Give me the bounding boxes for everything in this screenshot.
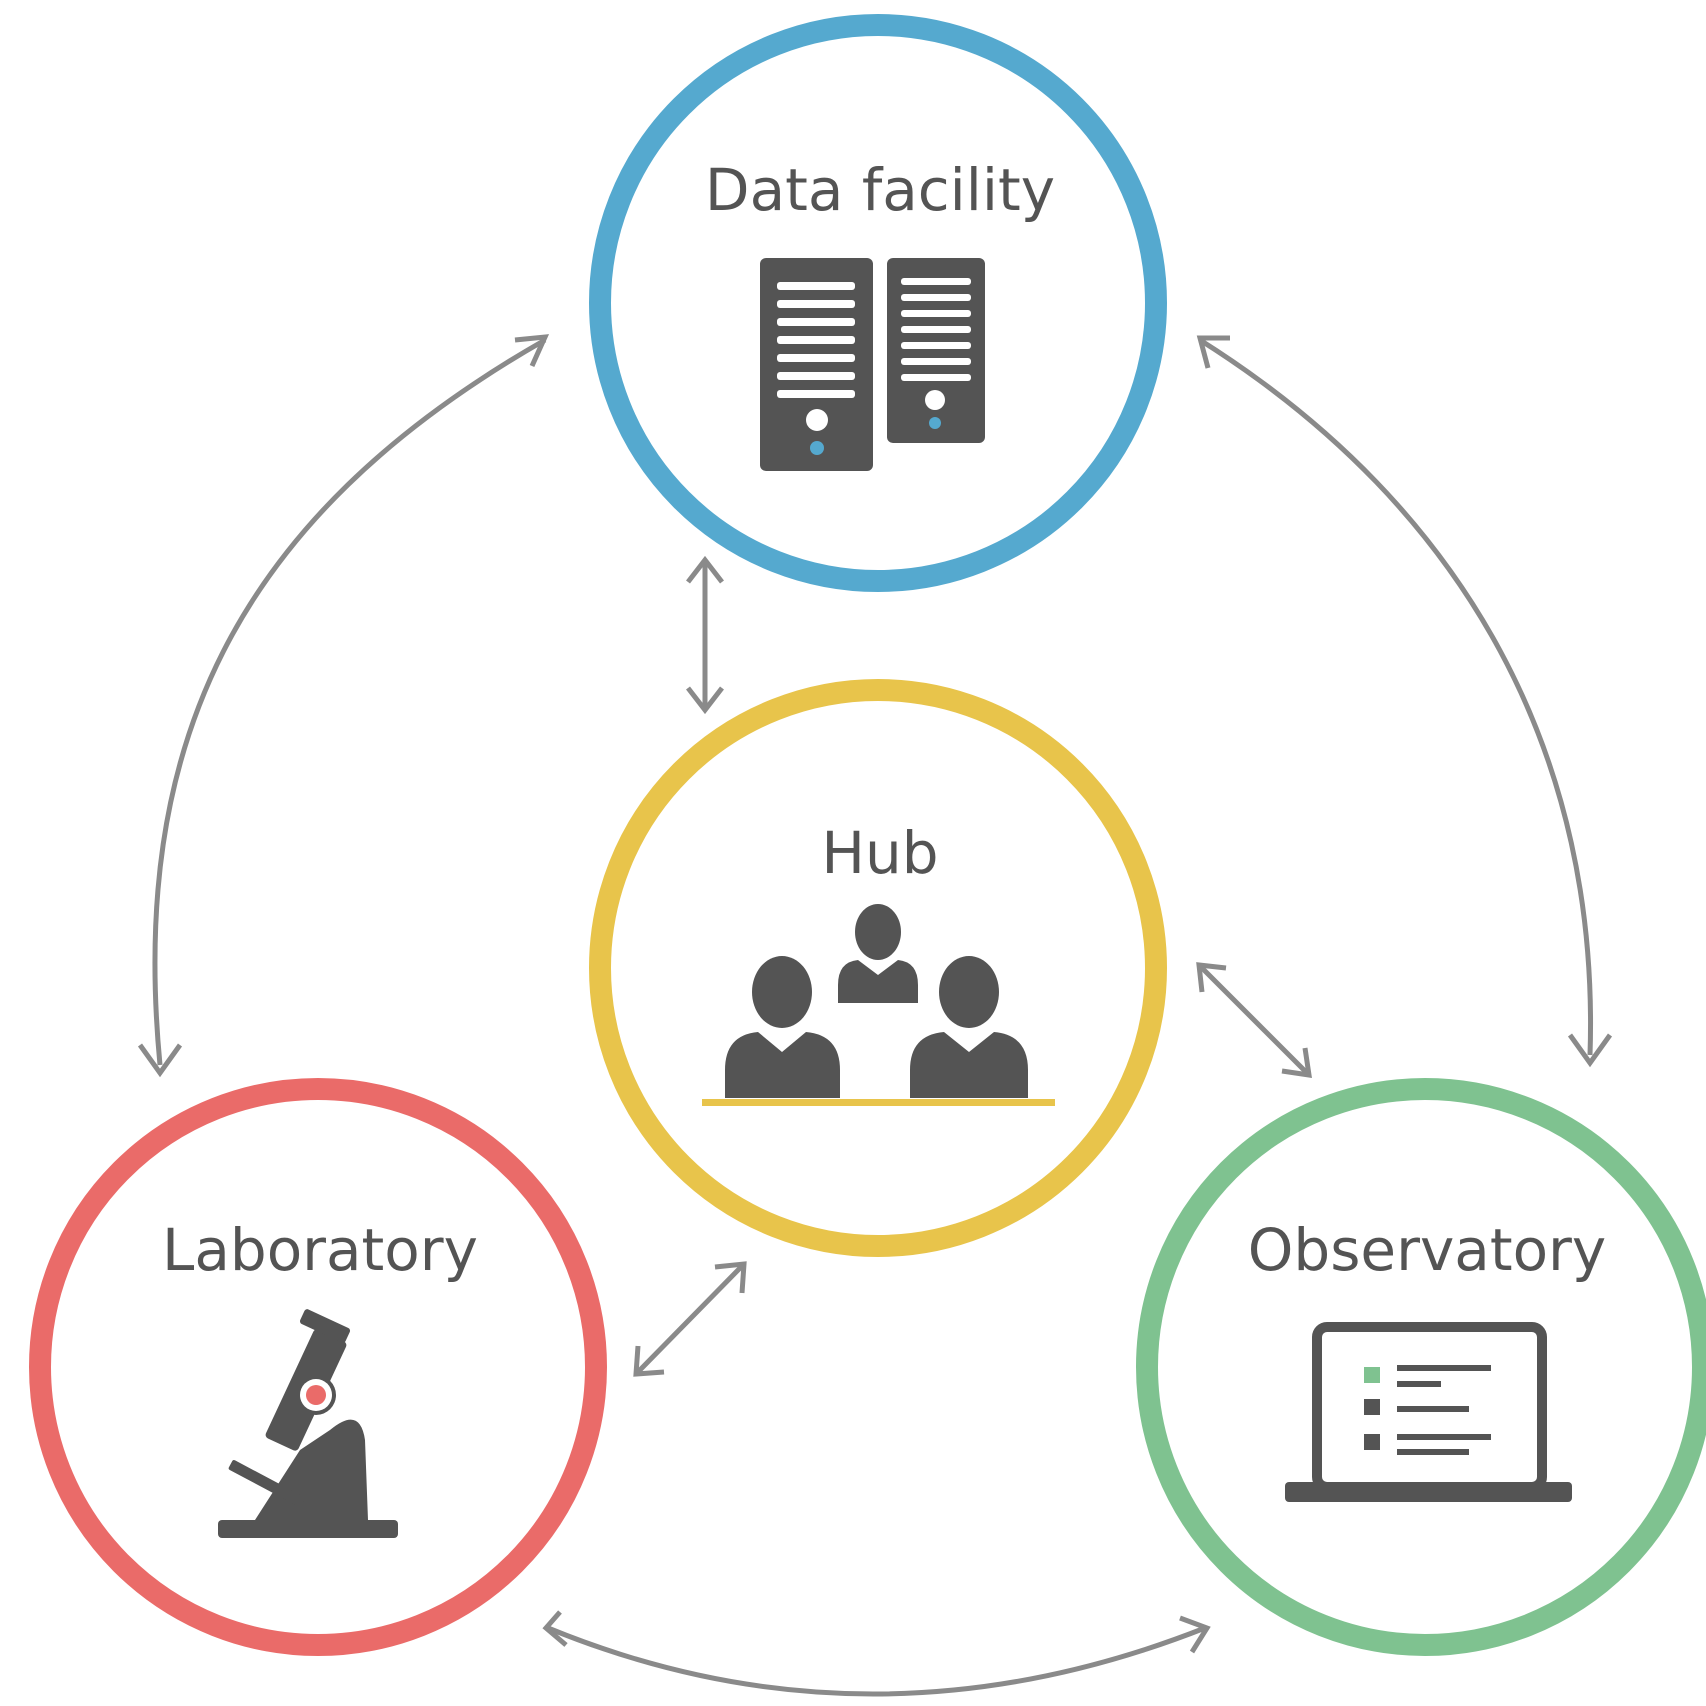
- laptop-icon: [1285, 1322, 1572, 1502]
- connector-datafacility-observatory: [1196, 335, 1613, 1068]
- hub-ring: [589, 679, 1167, 1257]
- node-laboratory: Laboratory: [29, 1078, 607, 1656]
- node-data-facility: Data facility: [589, 14, 1167, 592]
- connector-lab-datafacility: [137, 334, 550, 1078]
- observatory-ring: [1136, 1078, 1706, 1656]
- people-icon: [702, 904, 1055, 1106]
- connector-hub-lab: [633, 1261, 747, 1377]
- observatory-label: Observatory: [1248, 1216, 1606, 1284]
- hub-label: Hub: [821, 819, 938, 887]
- node-hub: Hub: [589, 679, 1167, 1257]
- data-facility-label: Data facility: [705, 156, 1055, 224]
- server-icon: [760, 258, 985, 471]
- microscope-icon: [218, 1309, 398, 1538]
- connector-datafacility-hub: [686, 555, 724, 715]
- connector-hub-observatory: [1196, 962, 1312, 1078]
- data-facility-ring: [589, 14, 1167, 592]
- connector-lab-observatory: [542, 1610, 1211, 1697]
- laboratory-label: Laboratory: [162, 1216, 478, 1284]
- node-observatory: Observatory: [1136, 1078, 1706, 1656]
- laboratory-ring: [29, 1078, 607, 1656]
